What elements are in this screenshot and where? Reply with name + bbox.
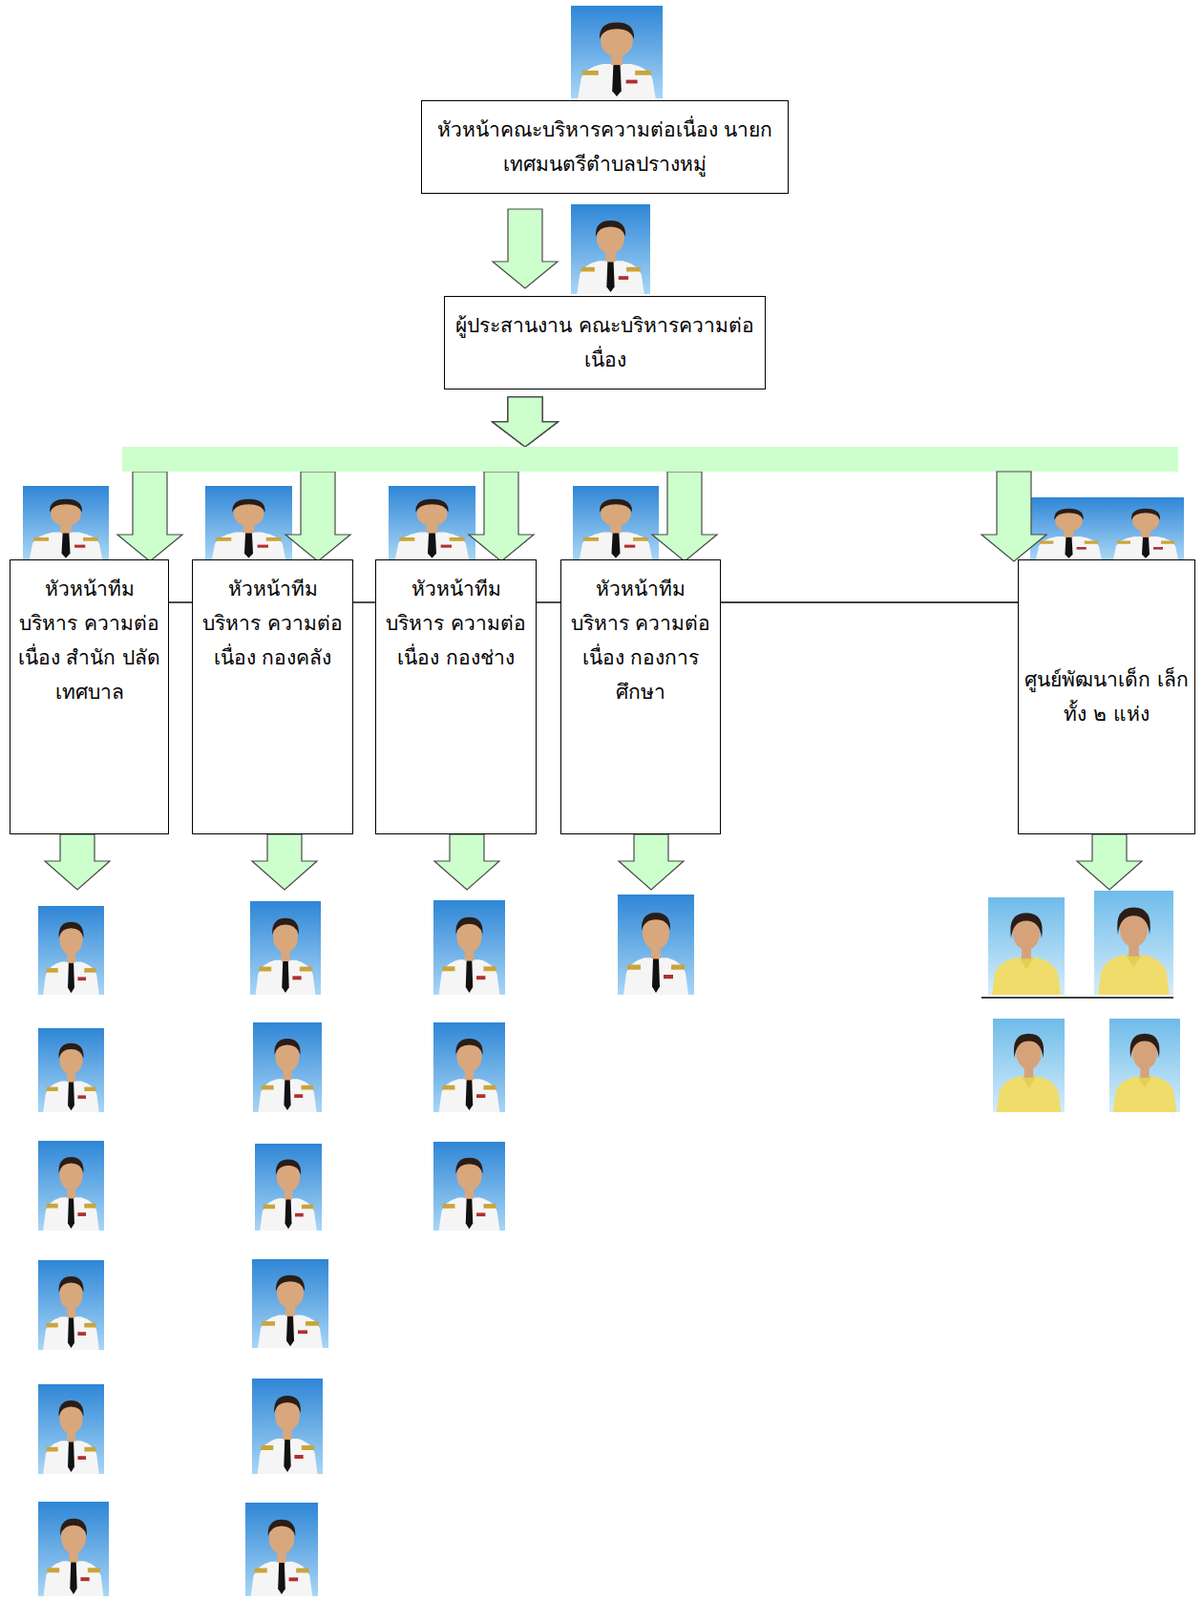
box-label: หัวหน้าทีม บริหาร ความต่อเนื่อง กองคลัง [198,571,347,676]
divider-line [981,996,1174,999]
portrait-photo [1107,497,1184,560]
org-box: ผู้ประสานงาน คณะบริหารความต่อเนื่อง [443,295,766,390]
portrait-photo [1109,1018,1181,1113]
block-arrow [434,834,500,890]
portrait-photo [22,485,109,560]
distribution-bar [122,446,1179,472]
connector [353,602,376,604]
connector [122,397,1179,562]
portrait-photo [617,894,695,995]
org-box: ศูนย์พัฒนาเด็ก เล็ก ทั้ง ๒ แห่ง [1017,559,1196,835]
org-box: หัวหน้าทีม บริหาร ความต่อเนื่อง กองคลัง [191,559,354,835]
org-box: หัวหน้าทีม บริหาร ความต่อเนื่อง กองการศึ… [560,559,721,835]
portrait-photo [570,5,663,99]
portrait-photo [245,1502,318,1597]
portrait-photo [572,485,659,560]
block-arrow [618,834,684,890]
connector [122,397,1179,562]
portrait-photo [38,1260,105,1351]
block-arrow [492,397,558,447]
portrait-photo [252,1378,323,1475]
portrait-photo [1030,497,1108,560]
connector [492,209,558,289]
portrait-photo [254,1143,322,1231]
portrait-photo [570,204,651,295]
link-line [720,601,1018,603]
block-arrow [492,397,558,447]
connector [168,602,192,604]
distribution-bar [122,446,1179,472]
link-line [168,601,192,603]
box-label: หัวหน้าคณะบริหารความต่อเนื่อง นายกเทศมนต… [427,112,782,182]
connector [536,602,561,604]
org-box: หัวหน้าทีม บริหาร ความต่อเนื่อง กองช่าง [375,559,537,835]
portrait-photo [253,1022,322,1113]
block-arrow [492,209,558,289]
box-label: หัวหน้าทีม บริหาร ความต่อเนื่อง กองช่าง [381,571,530,676]
portrait-photo [205,485,293,560]
block-arrow [1076,834,1142,890]
portrait-photo [38,906,105,995]
connector [122,397,1179,562]
portrait-photo [988,897,1065,995]
connector [117,397,1179,562]
block-arrow [252,834,317,890]
block-arrow [652,471,718,562]
block-arrow [468,471,534,562]
block-arrow [981,471,1047,562]
portrait-photo [250,901,321,995]
portrait-photo [433,900,506,995]
link-line [353,601,376,603]
link-line [536,601,561,603]
distribution-bar [122,446,1179,472]
portrait-photo [38,1501,109,1597]
portrait-photo [38,1028,105,1113]
org-box: หัวหน้าทีม บริหาร ความต่อเนื่อง สำนัก ปล… [9,559,169,835]
connector [122,397,1179,562]
portrait-photo [433,1022,506,1113]
box-label: หัวหน้าทีม บริหาร ความต่อเนื่อง สำนัก ปล… [16,571,163,710]
portrait-photo [992,1018,1065,1113]
box-label: หัวหน้าทีม บริหาร ความต่อเนื่อง กองการศึ… [567,571,715,710]
portrait-photo [252,1259,329,1349]
distribution-bar [122,446,1179,472]
block-arrow [117,471,183,562]
portrait-photo [38,1384,105,1475]
portrait-photo [38,1140,105,1231]
box-label: ศูนย์พัฒนาเด็ก เล็ก ทั้ง ๒ แห่ง [1024,662,1189,732]
portrait-photo [1094,890,1174,995]
connector [720,602,1018,604]
org-box: หัวหน้าคณะบริหารความต่อเนื่อง นายกเทศมนต… [421,100,789,194]
portrait-photo [433,1141,506,1231]
box-label: ผู้ประสานงาน คณะบริหารความต่อเนื่อง [450,308,760,378]
block-arrow [285,471,351,562]
distribution-bar [122,446,1179,472]
block-arrow [492,397,558,447]
block-arrow [492,397,558,447]
block-arrow [492,397,558,447]
portrait-photo [388,485,476,560]
block-arrow [44,834,110,890]
